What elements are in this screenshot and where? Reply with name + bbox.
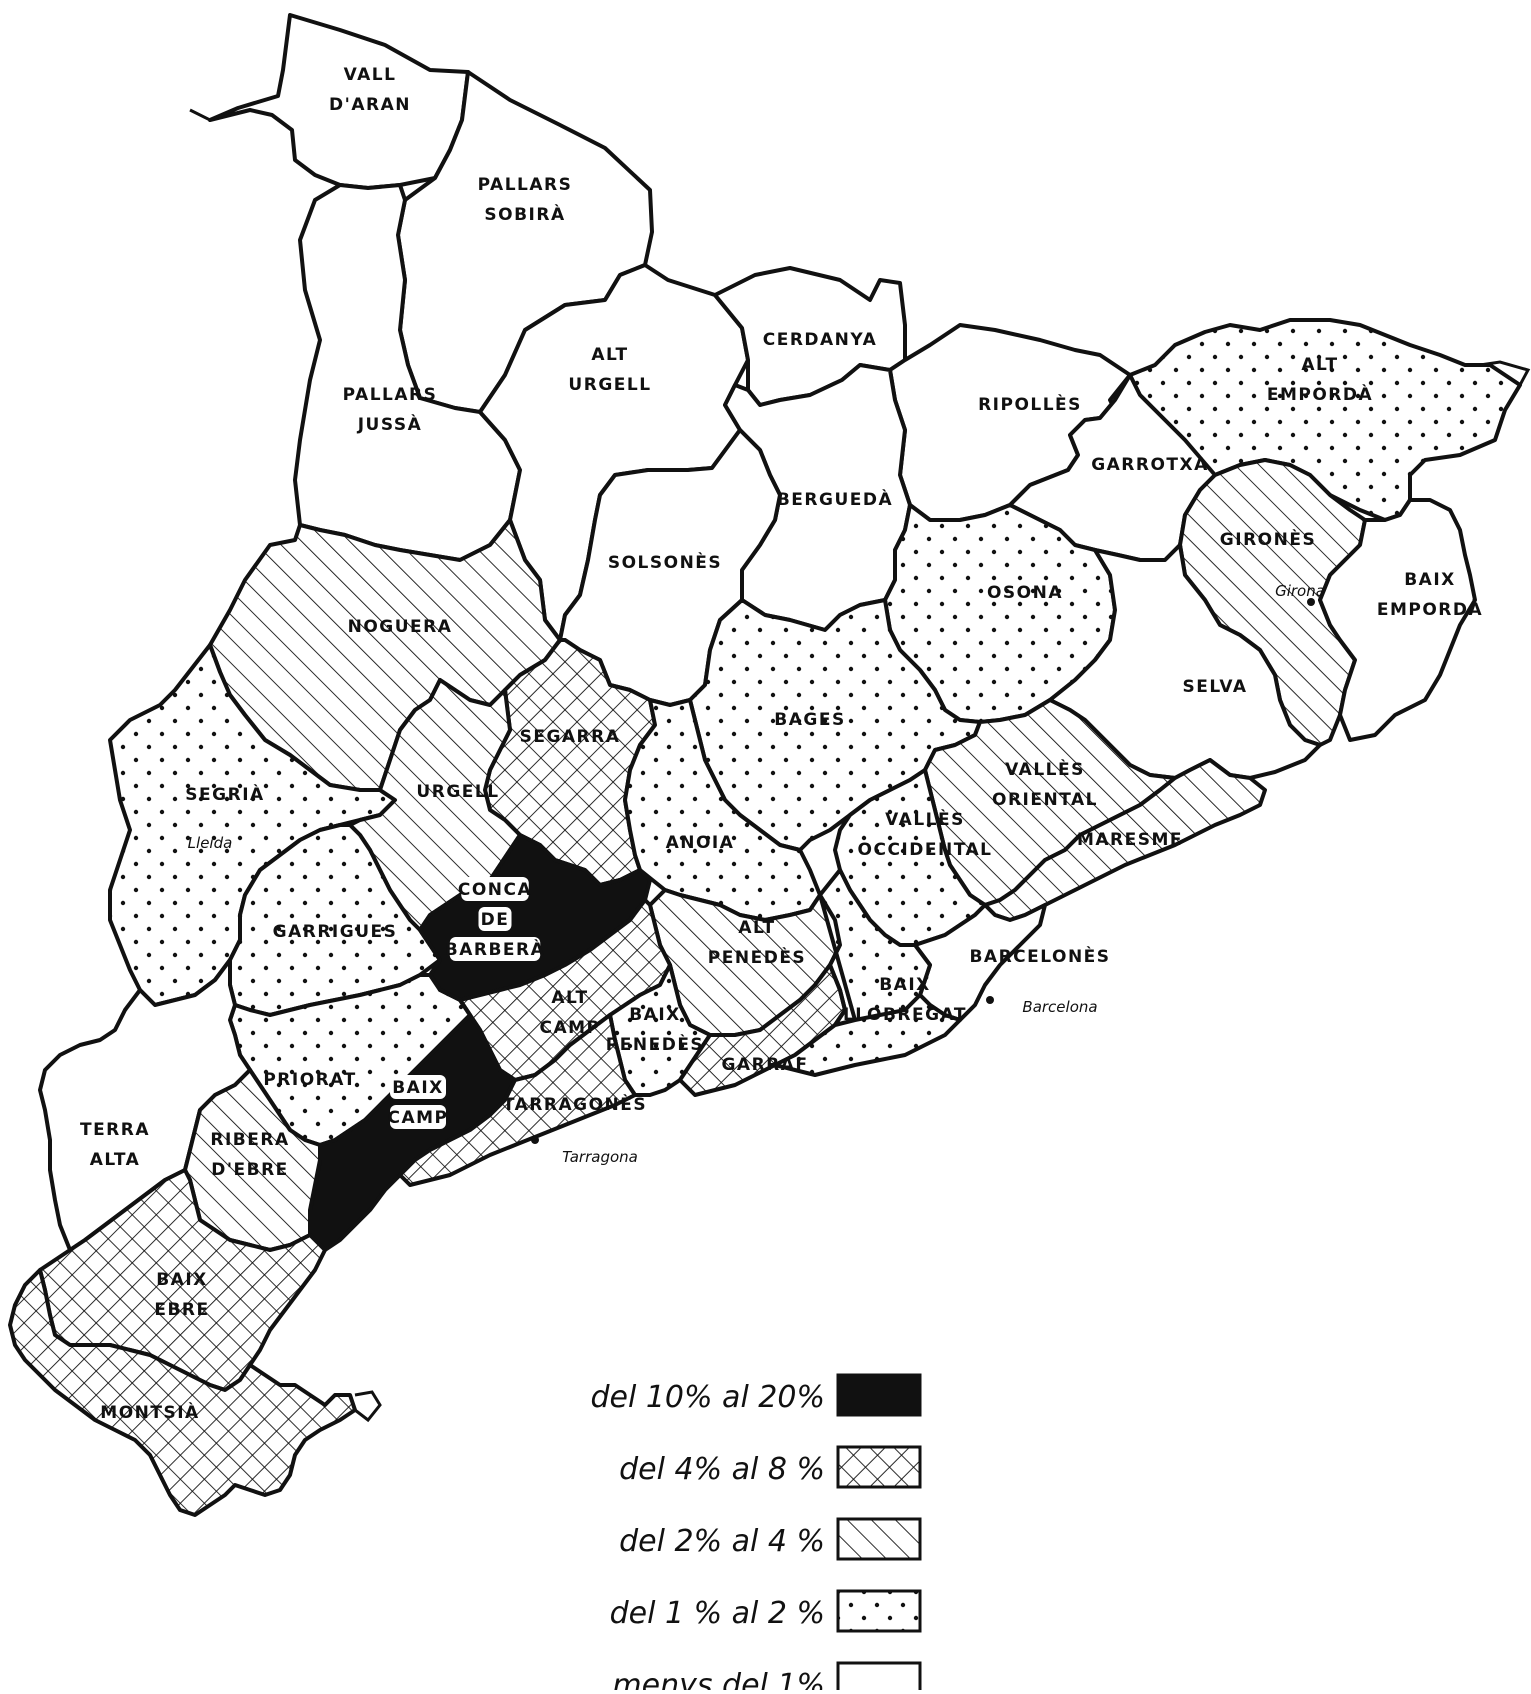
label-backdrop <box>390 1105 446 1129</box>
region-label-anoia: ANOIA <box>666 833 735 853</box>
region-label-segria: SEGRIÀ <box>185 783 264 805</box>
region-label-baix-llobregat: LLOBREGAT <box>843 1005 967 1025</box>
region-label-bages: BAGES <box>774 710 845 730</box>
region-label-baix-ebre: EBRE <box>154 1300 209 1320</box>
region-label-terra-alta: ALTA <box>90 1150 141 1170</box>
region-label-garrotxa: GARROTXA <box>1091 455 1209 475</box>
legend-label: del 2% al 4 % <box>619 1524 825 1559</box>
region-label-gironés: GIRONÈS <box>1220 528 1316 550</box>
region-label-pallars-sobira: SOBIRÀ <box>484 203 565 225</box>
region-label-garrigues: GARRIGUES <box>273 922 398 942</box>
legend-swatch <box>836 1661 922 1694</box>
region-label-ribera-debre: RIBERA <box>210 1130 289 1150</box>
region-label-ripolles: RIPOLLÈS <box>978 393 1082 415</box>
region-label-valles-occidental: VALLÈS <box>885 808 965 830</box>
region-tarragones <box>398 1013 637 1187</box>
region-label-baix-camp: CAMP <box>387 1108 448 1128</box>
city-label-barcelona: Barcelona <box>1022 998 1097 1016</box>
region-label-conca-de-barbera: DE <box>481 910 510 930</box>
region-label-alt-camp: CAMP <box>539 1018 600 1038</box>
region-label-montsia: MONTSIÀ <box>100 1401 199 1423</box>
legend-label: del 10% al 20% <box>590 1380 825 1415</box>
region-label-barcelones: BARCELONÈS <box>969 945 1110 967</box>
region-label-garraf: GARRAF <box>721 1055 808 1075</box>
region-label-solsones: SOLSONÈS <box>608 551 722 573</box>
region-label-pallars-jussa: JUSSÀ <box>357 413 423 435</box>
city-label-lleida: Lleida <box>188 834 233 852</box>
region-label-valles-oriental: ORIENTAL <box>992 790 1098 810</box>
region-label-urgell: URGELL <box>416 782 499 802</box>
region-label-valles-occidental: OCCIDENTAL <box>858 840 993 860</box>
region-label-valles-oriental: VALLÈS <box>1005 758 1085 780</box>
region-label-selva: SELVA <box>1182 677 1247 697</box>
region-maresme <box>983 758 1267 922</box>
region-label-alt-camp: ALT <box>551 988 588 1008</box>
region-baix-emporda <box>1318 498 1477 742</box>
legend-swatch <box>836 1373 922 1417</box>
label-backdrop <box>461 877 529 901</box>
region-label-baix-emporda: BAIX <box>1404 570 1456 590</box>
region-label-maresme: MARESME <box>1077 830 1183 850</box>
legend-swatch <box>836 1517 922 1561</box>
city-label-tarragona: Tarragona <box>562 1148 638 1166</box>
legend-label: menys del 1% <box>612 1668 825 1690</box>
region-label-baix-camp: BAIX <box>392 1078 444 1098</box>
label-backdrop <box>449 937 541 961</box>
region-label-alt-urgell: ALT <box>591 345 628 365</box>
region-label-alt-penedes: ALT <box>738 918 775 938</box>
region-label-ribera-debre: D'EBRE <box>211 1160 289 1180</box>
legend-swatch <box>836 1445 922 1489</box>
region-label-baix-llobregat: BAIX <box>879 975 931 995</box>
legend: del 10% al 20% del 4% al 8 % del 2% al 4 %… <box>590 1373 922 1694</box>
city-label-girona: Girona <box>1275 582 1325 600</box>
region-label-pallars-jussa: PALLARS <box>343 385 438 405</box>
region-label-alt-urgell: URGELL <box>568 375 651 395</box>
region-label-segarra: SEGARRA <box>520 727 621 747</box>
region-label-cerdanya: CERDANYA <box>763 330 878 350</box>
region-label-conca-de-barbera: BARBERÀ <box>445 938 546 960</box>
region-label-conca-de-barbera: CONCA <box>458 880 532 900</box>
region-label-baix-ebre: BAIX <box>156 1270 208 1290</box>
region-label-tarragones: TARRAGONÈS <box>503 1093 647 1115</box>
region-label-baix-penedes: PENEDÈS <box>606 1033 704 1055</box>
region-label-baix-penedes: BAIX <box>629 1005 681 1025</box>
legend-label: del 4% al 8 % <box>619 1452 825 1487</box>
region-label-pallars-sobira: PALLARS <box>478 175 573 195</box>
label-backdrop <box>478 907 512 931</box>
region-baix-llobregat <box>773 868 962 1077</box>
region-label-baix-emporda: EMPORDÀ <box>1377 598 1483 620</box>
region-label-vall-daran: D'ARAN <box>329 95 411 115</box>
legend-swatch <box>836 1589 922 1633</box>
label-backdrop <box>390 1075 446 1099</box>
legend-label: del 1 % al 2 % <box>610 1596 825 1631</box>
region-label-alt-emporda: ALT <box>1301 355 1338 375</box>
region-montsia <box>8 1268 357 1517</box>
region-label-vall-daran: VALL <box>344 65 397 85</box>
region-label-alt-emporda: EMPORDÀ <box>1267 383 1373 405</box>
region-label-priorat: PRIORAT <box>263 1070 356 1090</box>
region-label-terra-alta: TERRA <box>80 1120 150 1140</box>
region-label-noguera: NOGUERA <box>348 617 453 637</box>
region-label-bergueda: BERGUEDÀ <box>777 488 893 510</box>
region-label-osona: OSONA <box>987 583 1063 603</box>
region-label-alt-penedes: PENEDÈS <box>708 946 806 968</box>
